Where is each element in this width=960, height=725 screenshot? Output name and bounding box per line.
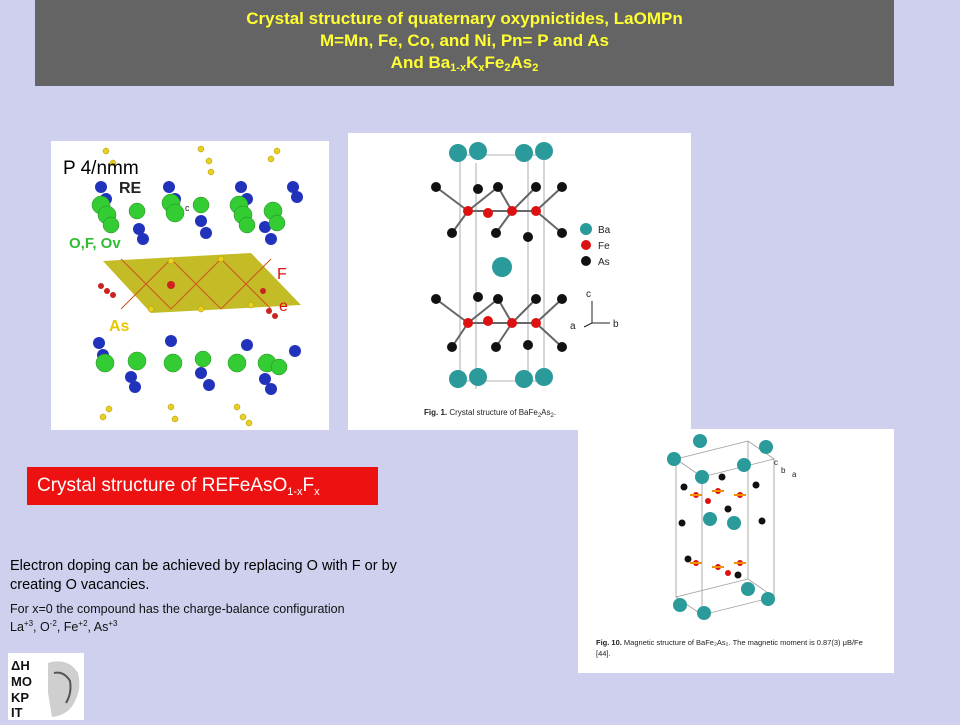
arsenic-atoms — [678, 473, 766, 579]
bottom-arsenic-atoms — [99, 403, 253, 427]
title-line-1: Crystal structure of quaternary oxypnict… — [246, 9, 683, 28]
highlight-text: Crystal structure of REFeAsO — [37, 475, 288, 496]
crystal-structure-highlight: Crystal structure of REFeAsO1-xFx — [27, 467, 378, 505]
crystal-structure-figure-bafe2as2: Ba Fe As c a b Fig. 1. Crystal structure… — [348, 133, 691, 430]
highlight-sub: x — [314, 486, 320, 498]
svg-text:ΔH: ΔH — [11, 658, 30, 673]
highlight-f: F — [302, 475, 315, 496]
axis-c-label: c — [774, 458, 778, 467]
ion-charge: +3 — [23, 619, 34, 628]
barium-atoms — [667, 434, 775, 620]
legend-fe-label: Fe — [598, 241, 610, 252]
crystal-structure-figure-refeaso: P 4/nmm RE c O,F, Ov — [51, 141, 329, 430]
as-label: As — [109, 318, 130, 335]
ion-charge: +3 — [108, 619, 118, 628]
title-line-3: And Ba1-xKxFe2As2 — [35, 52, 894, 74]
barium-atoms — [449, 142, 553, 388]
demokritos-logo: ΔH MO KP IT — [8, 653, 84, 720]
caption-sub: 2 — [538, 413, 542, 419]
plane-arsenic-atoms — [147, 255, 255, 313]
feas-bonds — [120, 258, 272, 310]
axis-a-label: a — [570, 321, 576, 332]
logo-icon: ΔH MO KP IT — [8, 653, 84, 720]
caption-bold: Fig. 1. — [424, 408, 447, 417]
ion-o: O — [39, 620, 50, 634]
caption-as: As — [541, 408, 550, 417]
axis-indicator — [583, 301, 610, 328]
highlight-sub: 1-x — [287, 486, 303, 498]
unit-cell-edges — [459, 149, 545, 389]
refeaso-structure-diagram: P 4/nmm RE c O,F, Ov — [63, 145, 303, 427]
title-ba: And Ba — [390, 53, 451, 72]
oxygen-atoms-bottom — [95, 350, 288, 376]
svg-text:MO: MO — [11, 674, 32, 689]
magnetic-structure-figure: c b a Fig. 10. Magnetic structure of BaF… — [578, 429, 894, 673]
feas-bonds-bottom — [435, 298, 563, 348]
fe-label-f: F — [277, 266, 287, 283]
figure-caption: Fig. 1. Crystal structure of BaFe2As2. — [424, 408, 556, 419]
caption-sub: 2 — [551, 413, 555, 419]
title-as: As — [510, 53, 533, 72]
space-group-label: P 4/nmm — [63, 158, 139, 179]
magnetic-moment-arrows — [690, 490, 746, 568]
title-sub: x — [478, 62, 485, 74]
magnetic-structure-diagram: c b a Fig. 10. Magnetic structure of BaF… — [596, 434, 863, 658]
axis-c-label: c — [185, 203, 190, 213]
charge-balance-line: For x=0 the compound has the charge-bala… — [10, 602, 345, 616]
bafe2as2-structure-diagram: Ba Fe As c a b Fig. 1. Crystal structure… — [424, 142, 619, 419]
legend-ba-label: Ba — [598, 225, 611, 236]
legend-as-label: As — [598, 257, 610, 268]
legend-as-swatch — [581, 256, 591, 266]
figure-caption-line-1: Fig. 10. Magnetic structure of BaFe₂As₂.… — [596, 638, 863, 647]
ion-charge: +2 — [78, 619, 88, 628]
ion-fe: Fe — [63, 620, 79, 634]
iron-atoms — [98, 281, 278, 319]
title-line-2: M=Mn, Fe, Co, and Ni, Pn= P and As — [319, 31, 610, 50]
charge-config-line: La+3, O-2, Fe+2, As+3 — [10, 619, 118, 635]
svg-text:IT: IT — [11, 705, 23, 720]
title-sub: 1-x — [450, 62, 467, 74]
fe-label-e: e — [279, 298, 288, 315]
feas-bonds-top — [435, 186, 563, 234]
caption-text: Crystal structure of BaFe — [447, 408, 538, 417]
arsenic-atoms — [431, 182, 567, 352]
title-sub: 2 — [532, 62, 539, 74]
legend-fe-swatch — [581, 240, 591, 250]
svg-text:KP: KP — [11, 690, 29, 705]
re-label: RE — [119, 180, 142, 197]
ion-as: As — [93, 620, 109, 634]
title-sub: 2 — [504, 62, 511, 74]
iron-atoms — [463, 206, 541, 328]
legend-ba-swatch — [580, 223, 592, 235]
title-banner: Crystal structure of quaternary oxypnict… — [35, 0, 894, 86]
feas-plane — [103, 253, 301, 313]
caption-text: Magnetic structure of BaFe₂As₂. The magn… — [622, 638, 863, 647]
ion-charge: -2 — [49, 619, 57, 628]
oxygen-atoms-top — [91, 193, 286, 234]
ofov-label: O,F, Ov — [69, 235, 121, 252]
axis-c-label: c — [586, 289, 591, 300]
electron-doping-text: Electron doping can be achieved by repla… — [10, 558, 397, 593]
title-fe: Fe — [484, 53, 505, 72]
axis-b-label: b — [613, 319, 619, 330]
title-k: K — [466, 53, 479, 72]
ion-la: La — [10, 620, 24, 634]
top-arsenic-atoms — [102, 145, 281, 176]
charge-balance-text: For x=0 the compound has the charge-bala… — [10, 600, 440, 636]
caption-bold: Fig. 10. — [596, 638, 622, 647]
axis-a-label: a — [792, 470, 797, 479]
figure-caption-line-2: [44]. — [596, 649, 611, 658]
caption-end: . — [554, 408, 556, 417]
unit-cell-edges — [675, 440, 775, 616]
axis-b-label: b — [781, 466, 786, 475]
